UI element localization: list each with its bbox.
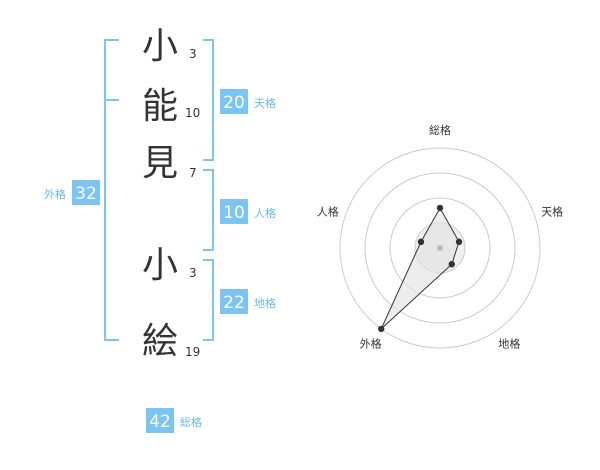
jinkaku-bracket [203,169,214,251]
radar-axis-label-1: 天格 [541,205,563,219]
surname-strokes-3: 7 [189,166,197,180]
radar-series-area [380,206,460,330]
surname-char-3: 見 [142,143,178,184]
jinkaku-label: 人格 [254,206,276,220]
given-strokes-1: 3 [189,266,197,280]
chikaku-badge: 22 地格 [220,289,276,314]
surname-strokes-1: 3 [189,47,197,61]
given-strokes-2: 19 [185,345,200,359]
radar-point-3 [378,325,385,333]
soukaku-badge: 42 総格 [146,408,202,433]
brackets [104,39,214,341]
gaikaku-bracket [104,39,119,341]
radar-point-4 [417,238,425,246]
tenkaku-badge: 20 天格 [220,89,276,114]
chikaku-label: 地格 [254,296,276,310]
jinkaku-badge: 10 人格 [220,199,276,224]
surname-strokes-2: 10 [185,106,200,120]
soukaku-value: 42 [149,412,171,432]
jinkaku-value: 10 [223,203,245,223]
radar-axis-label-3: 外格 [360,337,382,351]
radar-point-1 [455,238,463,246]
soukaku-label: 総格 [180,415,202,429]
radar-axis-label-4: 人格 [317,205,339,219]
surname-char-1: 小 [142,26,178,67]
gaikaku-value: 32 [75,184,97,204]
radar-center-dot [437,245,443,251]
gaikaku-label: 外格 [44,187,66,201]
given-char-1: 小 [142,245,178,286]
tenkaku-value: 20 [223,93,245,113]
chikaku-bracket [203,259,214,341]
radar-point-2 [448,260,455,268]
tenkaku-bracket [203,39,214,161]
gaikaku-badge: 外格 32 [44,180,100,205]
radar-axis-label-2: 地格 [498,337,520,351]
radar-axis-label-0: 総格 [429,123,451,137]
chikaku-value: 22 [223,293,245,313]
surname-char-2: 能 [142,86,178,127]
given-char-2: 絵 [142,321,178,362]
radar-point-0 [436,204,444,212]
tenkaku-label: 天格 [254,96,276,110]
